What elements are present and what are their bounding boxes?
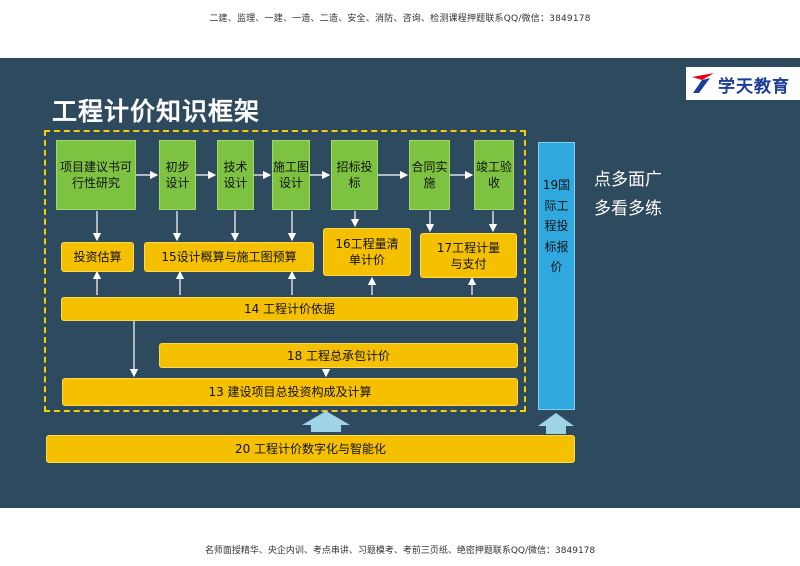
bottom-banner-text: 名师面授精华、央企内训、考点串讲、习题模考、考前三页纸、绝密押题联系QQ/微信：… [204, 546, 596, 556]
step-feasibility-study: 项目建议书可行性研究 [56, 140, 136, 210]
step-technical-design: 技术设计 [217, 140, 254, 210]
step-contract-implementation: 合同实施 [409, 140, 450, 210]
logo: 学天教育 [686, 67, 800, 100]
side-note-line: 点多面广 [594, 170, 662, 190]
international-bidding-column: 19国际工程投标报价 [538, 142, 575, 410]
side-note-line: 多看多练 [594, 199, 662, 219]
step-preliminary-design: 初步设计 [159, 140, 196, 210]
general-contract-bar: 18 工程总承包计价 [159, 343, 518, 368]
logo-text: 学天教育 [718, 77, 790, 97]
logo-mark-icon [692, 73, 714, 93]
top-banner-text: 二建、监理、一建、一造、二造、安全、消防、咨询、检测课程押题联系QQ/微信：38… [209, 14, 591, 24]
investment-composition-bar: 13 建设项目总投资构成及计算 [62, 378, 518, 406]
bottom-banner: 名师面授精华、央企内训、考点串讲、习题模考、考前三页纸、绝密押题联系QQ/微信：… [0, 508, 800, 566]
digitalization-bar: 20 工程计价数字化与智能化 [46, 435, 575, 463]
slide-background [0, 58, 800, 508]
design-budget-box: 15设计概算与施工图预算 [144, 242, 314, 272]
bill-of-quantities-box: 16工程量清单计价 [323, 228, 411, 276]
up-arrow-icon [538, 413, 574, 434]
pricing-basis-bar: 14 工程计价依据 [61, 297, 518, 321]
up-arrow-icon [302, 411, 350, 432]
investment-estimate-box: 投资估算 [61, 242, 134, 272]
stages-dashed-frame [44, 130, 526, 412]
top-banner: 二建、监理、一建、一造、二造、安全、消防、咨询、检测课程押题联系QQ/微信：38… [0, 0, 800, 58]
side-note: 点多面广 多看多练 [594, 166, 662, 224]
international-bidding-label: 19国际工程投标报价 [542, 178, 571, 274]
contract-pricing-box: 17工程计量与支付 [420, 233, 517, 278]
step-construction-drawing-design: 施工图设计 [272, 140, 310, 210]
slide-title: 工程计价知识框架 [52, 97, 261, 126]
step-bidding: 招标投标 [331, 140, 378, 210]
step-completion-acceptance: 竣工验收 [474, 140, 514, 210]
